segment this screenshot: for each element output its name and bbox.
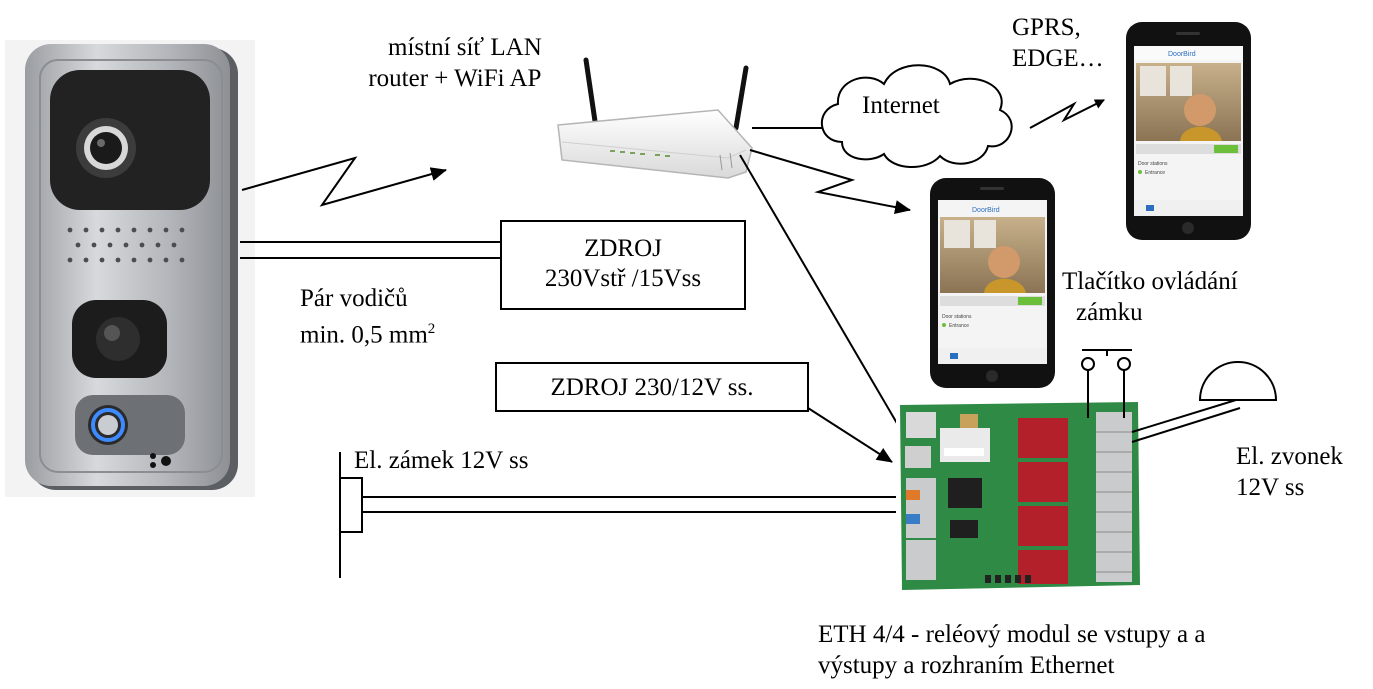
psu-15v-line1: ZDROJ [584,235,662,262]
electric-lock-icon [339,452,363,578]
internet-cloud-icon [820,64,1013,169]
svg-text:Entrance: Entrance [1145,170,1165,176]
relay-module-icon [896,402,1142,590]
wire-bell-bottom [1131,407,1241,443]
lock-label: El. zámek 12V ss [354,447,529,474]
wifi-link-panel-router [241,156,447,207]
svg-text:Door stations: Door stations [942,314,972,320]
router-icon [557,57,753,179]
smartphone-icon: DoorBird Door stations Entrance [1126,22,1251,240]
gprs-link [1029,99,1105,129]
lan-label: místní síť LAN router + WiFi AP [368,34,542,92]
wire-bell-top [1131,399,1237,433]
push-button-symbol [1081,349,1132,418]
ethernet-link [739,154,899,426]
door-intercom-icon [5,40,255,497]
internet-label: Internet [862,92,940,119]
speaker-grille [67,227,185,263]
link-psu2-module [807,407,893,463]
electric-bell-icon [1198,361,1278,401]
svg-text:DoorBird: DoorBird [972,207,1000,214]
smartphone-icon: DoorBird Door stations Entrance [930,178,1055,388]
psu-15v-line2: 230Vstř /15Vss [544,265,702,292]
psu-12v-box: ZDROJ 230/12V ss. [495,362,809,412]
wifi-link-router-phone [749,149,911,214]
module-caption: ETH 4/4 - reléový modul se vstupy a a vý… [818,621,1206,679]
wire-pair-label: Pár vodičů min. 0,5 mm2 [300,285,436,349]
psu-15v-box: ZDROJ 230Vstř /15Vss [500,220,746,310]
svg-text:Door stations: Door stations [1138,161,1168,167]
bell-label: El. zvonek 12V ss [1236,443,1343,501]
svg-text:Entrance: Entrance [949,323,969,329]
lock-button-label: Tlačítko ovládání zámku [1062,268,1238,326]
svg-text:DoorBird: DoorBird [1168,51,1196,58]
gprs-label: GPRS, EDGE… [1012,14,1104,72]
